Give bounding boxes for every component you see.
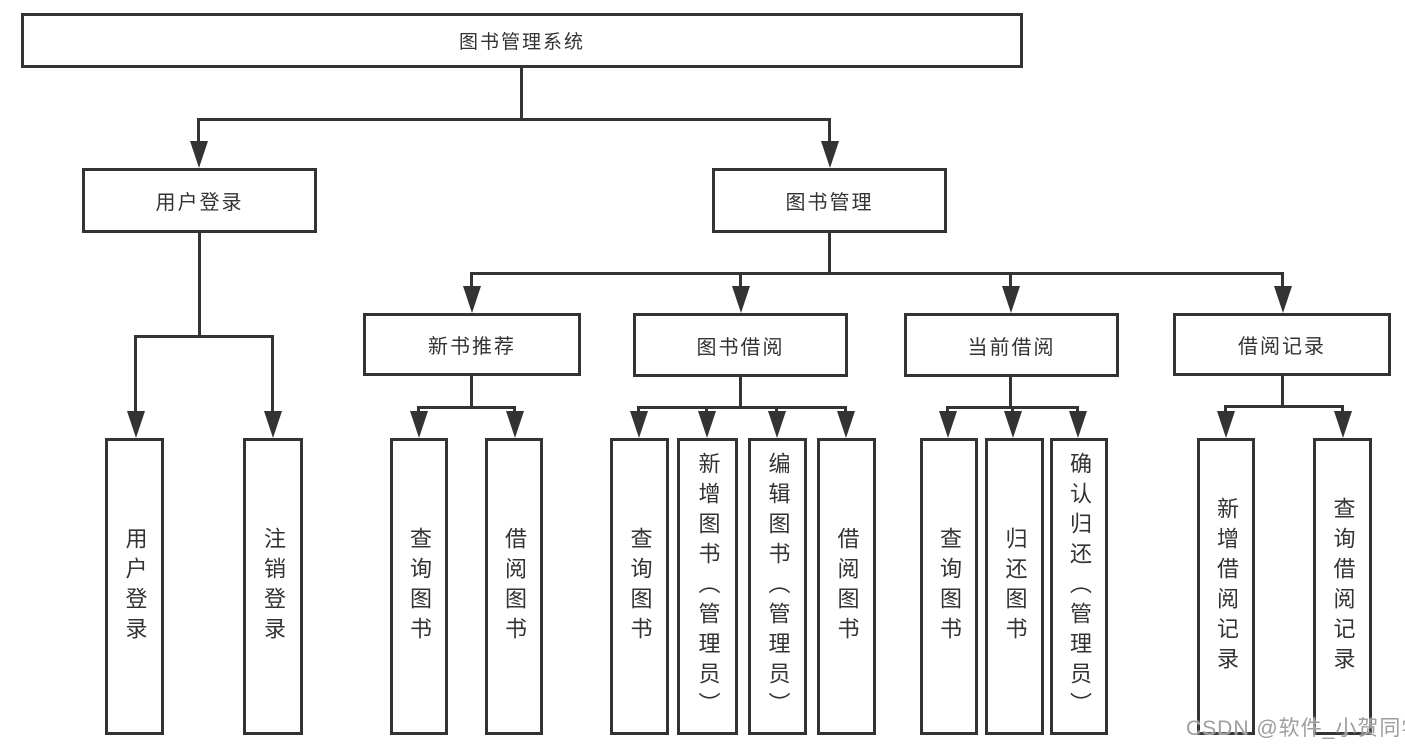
edge-line xyxy=(739,377,742,408)
edge-line xyxy=(470,376,473,409)
edge-line xyxy=(828,118,831,146)
edge-line xyxy=(198,233,201,338)
arrow-down-icon xyxy=(463,286,481,313)
csdn-watermark: CSDN @软件_小贺同学 xyxy=(1186,717,1405,740)
edge-line xyxy=(739,272,742,290)
edge-line xyxy=(1009,377,1012,408)
leaf-query-books-recommend: 查询图书 xyxy=(390,438,448,735)
arrow-down-icon xyxy=(630,411,648,438)
node-label: 当前借阅 xyxy=(967,336,1056,359)
node-label: 归还图书 xyxy=(1002,526,1028,647)
edge-line xyxy=(1281,376,1284,407)
node-label: 编辑图书（管理员） xyxy=(765,451,791,722)
arrow-down-icon xyxy=(732,286,750,313)
arrow-down-icon xyxy=(1334,411,1352,438)
arrow-down-icon xyxy=(698,411,716,438)
arrow-down-icon xyxy=(1217,411,1235,438)
arrow-down-icon xyxy=(768,411,786,438)
edge-line xyxy=(470,272,1284,275)
node-label: 注销登录 xyxy=(261,526,286,647)
leaf-query-books-borrowing: 查询图书 xyxy=(610,438,669,735)
leaf-borrow-books-borrowing: 借阅图书 xyxy=(817,438,876,735)
arrow-down-icon xyxy=(1004,411,1022,438)
node-label: 用户登录 xyxy=(122,526,148,647)
node-label: 新增图书（管理员） xyxy=(695,451,721,722)
node-label: 用户登录 xyxy=(155,192,244,214)
edge-line xyxy=(197,118,831,121)
node-label: 借阅记录 xyxy=(1238,336,1326,358)
node-label: 查询图书 xyxy=(937,526,962,647)
arrow-down-icon xyxy=(1069,411,1087,438)
edge-line xyxy=(134,335,137,413)
arrow-down-icon xyxy=(1002,286,1020,313)
node-label: 图书管理 xyxy=(785,192,874,214)
edge-line xyxy=(828,233,831,275)
edge-line xyxy=(1281,272,1284,290)
node-borrow-records: 借阅记录 xyxy=(1173,313,1391,376)
node-user-login: 用户登录 xyxy=(82,168,317,233)
leaf-query-books-current: 查询图书 xyxy=(920,438,978,735)
arrow-down-icon xyxy=(190,141,208,168)
arrow-down-icon xyxy=(506,411,524,438)
edge-line xyxy=(520,68,523,120)
leaf-borrow-books-recommend: 借阅图书 xyxy=(485,438,543,735)
node-current-borrowing: 当前借阅 xyxy=(904,313,1119,377)
node-label: 新书推荐 xyxy=(428,336,516,358)
edge-line xyxy=(197,118,200,146)
edge-line xyxy=(134,335,274,338)
node-library-management-system: 图书管理系统 xyxy=(21,13,1023,68)
leaf-query-borrow-record: 查询借阅记录 xyxy=(1313,438,1372,735)
leaf-edit-books-admin: 编辑图书（管理员） xyxy=(748,438,807,735)
edge-line xyxy=(417,406,516,409)
edge-line xyxy=(1224,405,1343,408)
node-label: 查询借阅记录 xyxy=(1330,496,1356,677)
node-label: 图书管理系统 xyxy=(458,32,585,53)
leaf-add-books-admin: 新增图书（管理员） xyxy=(677,438,738,735)
node-label: 图书借阅 xyxy=(696,336,785,359)
node-label: 借阅图书 xyxy=(502,526,527,647)
node-label: 查询图书 xyxy=(627,526,653,647)
leaf-return-books: 归还图书 xyxy=(985,438,1044,735)
arrow-down-icon xyxy=(264,411,282,438)
node-book-management: 图书管理 xyxy=(712,168,947,233)
leaf-add-borrow-record: 新增借阅记录 xyxy=(1197,438,1255,735)
arrow-down-icon xyxy=(127,411,145,438)
edge-line xyxy=(470,272,473,290)
leaf-user-login: 用户登录 xyxy=(105,438,164,735)
edge-line xyxy=(1009,272,1012,290)
arrow-down-icon xyxy=(837,411,855,438)
leaf-logout-login: 注销登录 xyxy=(243,438,303,735)
node-label: 新增借阅记录 xyxy=(1214,496,1239,677)
edge-line xyxy=(637,406,847,409)
node-label: 查询图书 xyxy=(407,526,432,647)
arrow-down-icon xyxy=(1274,286,1292,313)
leaf-confirm-return-admin: 确认归还（管理员） xyxy=(1050,438,1108,735)
node-label: 确认归还（管理员） xyxy=(1067,451,1092,722)
node-label: 借阅图书 xyxy=(834,526,860,647)
arrow-down-icon xyxy=(410,411,428,438)
node-book-borrowing: 图书借阅 xyxy=(633,313,848,377)
arrow-down-icon xyxy=(939,411,957,438)
edge-line xyxy=(271,335,274,413)
node-new-book-recommend: 新书推荐 xyxy=(363,313,581,376)
arrow-down-icon xyxy=(821,141,839,168)
